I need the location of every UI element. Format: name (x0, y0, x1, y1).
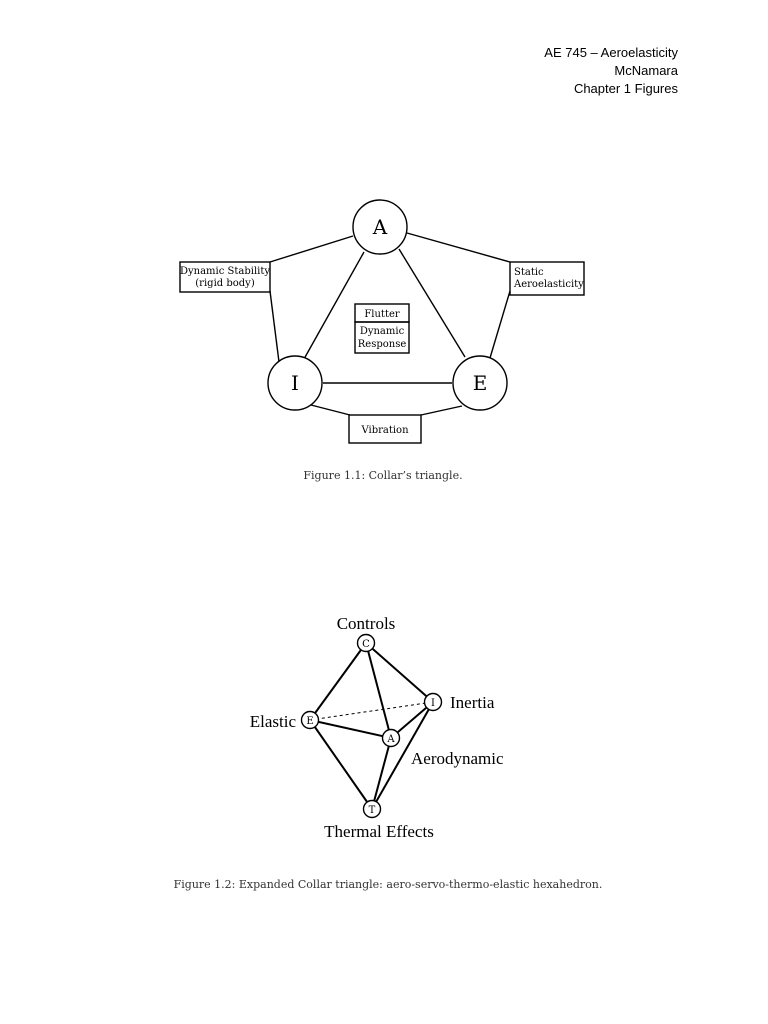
controls-label: Controls (337, 614, 396, 633)
node-e-circle (452, 355, 508, 411)
edge-c-e (309, 642, 367, 721)
node-e-label: E (473, 371, 488, 395)
edge-e-i-hidden (309, 701, 434, 721)
edge-a-dynstab (269, 235, 354, 263)
node-e-circle (300, 710, 320, 730)
aerodynamic-label: Aerodynamic (411, 749, 504, 768)
figure-collar-triangle (179, 199, 585, 444)
dynamic-response-label: Dynamic (360, 326, 405, 337)
dynamic-stability-label: Dynamic Stability (180, 266, 270, 277)
chapter-title: Chapter 1 Figures (573, 81, 678, 96)
node-t-label: T (369, 805, 376, 816)
thermal-effects-label: Thermal Effects (324, 822, 434, 841)
node-a-circle (352, 199, 408, 255)
node-t-circle (362, 799, 382, 819)
figure-expanded-hexahedron (300, 633, 443, 819)
static-label: Static (514, 267, 544, 278)
vibration-label: Vibration (360, 425, 409, 436)
node-i-label: I (431, 698, 435, 709)
edge-vibration-e (420, 405, 463, 416)
dynamic-stability-sublabel: (rigid body) (195, 278, 255, 289)
page-header: AE 745 – Aeroelasticity McNamara Chapter… (544, 44, 678, 98)
node-a-label: A (386, 734, 395, 745)
edge-dynstab-i (269, 290, 280, 363)
vibration-box (348, 414, 422, 444)
flutter-label: Flutter (364, 309, 400, 320)
edge-i-a (390, 701, 434, 739)
figure2-caption: Figure 1.2: Expanded Collar triangle: ae… (174, 878, 603, 891)
node-i-circle (267, 355, 323, 411)
edge-a-i (303, 251, 365, 360)
node-c-circle (356, 633, 376, 653)
edge-e-t (309, 719, 373, 810)
dynamic-response-sublabel: Response (358, 339, 407, 350)
static-aeroelasticity-box (509, 261, 585, 296)
edge-e-a (309, 719, 392, 739)
edge-a-t (371, 737, 392, 810)
node-a-circle (381, 728, 401, 748)
dynamic-response-box (354, 321, 410, 354)
edge-c-a (365, 642, 392, 739)
aeroelasticity-label: Aeroelasticity (513, 279, 584, 290)
edge-c-i (365, 642, 434, 703)
node-i-circle (423, 692, 443, 712)
node-c-label: C (362, 639, 370, 650)
node-a-label: A (372, 215, 388, 239)
node-e-label: E (306, 716, 313, 727)
edge-static-e (489, 290, 511, 359)
figure1-caption: Figure 1.1: Collar’s triangle. (303, 469, 462, 482)
edge-i-vibration (310, 404, 351, 416)
elastic-label: Elastic (250, 712, 297, 731)
author-name: McNamara (614, 63, 678, 78)
edge-a-static (406, 232, 511, 263)
edge-a-e (398, 248, 466, 358)
dynamic-stability-box (179, 261, 271, 293)
edge-i-t (371, 701, 434, 810)
node-i-label: I (291, 371, 299, 395)
inertia-label: Inertia (450, 693, 495, 712)
course-title: AE 745 – Aeroelasticity (544, 45, 678, 60)
